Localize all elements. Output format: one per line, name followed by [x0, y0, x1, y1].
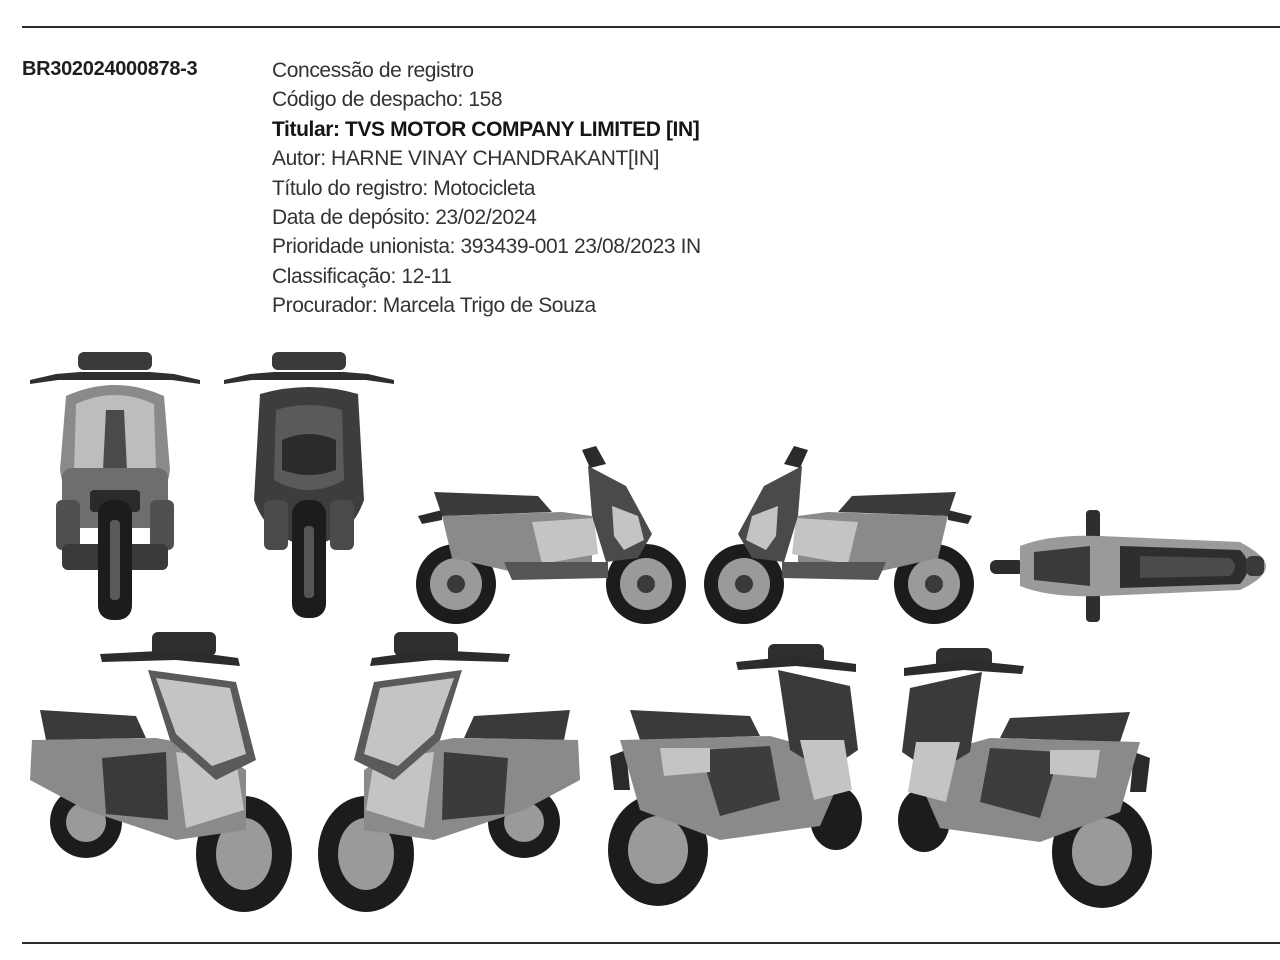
motorcycle-rear-right-perspective — [890, 646, 1160, 914]
detail-line-priority: Prioridade unionista: 393439-001 23/08/2… — [272, 235, 701, 259]
registration-details: Concessão de registro Código de despacho… — [272, 56, 701, 321]
bottom-divider — [22, 942, 1280, 944]
top-divider — [22, 26, 1280, 28]
motorcycle-top-view — [990, 506, 1272, 626]
detail-line-holder: Titular: TVS MOTOR COMPANY LIMITED [IN] — [272, 117, 700, 141]
motorcycle-front-right-perspective — [312, 630, 584, 914]
motorcycle-right-side-view — [700, 446, 978, 628]
motorcycle-rear-view — [220, 350, 398, 622]
detail-line-attorney: Procurador: Marcela Trigo de Souza — [272, 294, 596, 318]
registration-number: BR302024000878-3 — [22, 58, 198, 80]
motorcycle-front-view — [26, 350, 204, 622]
detail-line-author: Autor: HARNE VINAY CHANDRAKANT[IN] — [272, 147, 660, 171]
detail-line-classification: Classificação: 12-11 — [272, 264, 452, 288]
motorcycle-front-left-perspective — [26, 630, 298, 914]
detail-line-grant: Concessão de registro — [272, 59, 474, 82]
detail-line-dispatch-code: Código de despacho: 158 — [272, 88, 503, 112]
detail-line-filing-date: Data de depósito: 23/02/2024 — [272, 206, 537, 230]
motorcycle-left-side-view — [412, 446, 690, 628]
motorcycle-rear-left-perspective — [600, 640, 870, 912]
detail-line-title: Título do registro: Motocicleta — [272, 176, 536, 200]
